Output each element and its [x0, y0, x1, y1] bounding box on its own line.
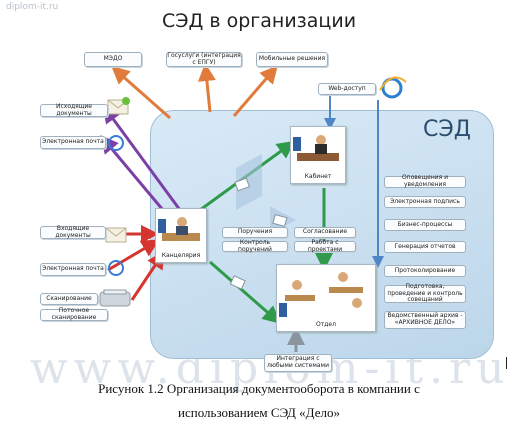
email-out-box: Электронная почта — [40, 136, 106, 149]
document-icon — [234, 177, 250, 192]
diagram-title: СЭД в организации — [161, 10, 357, 32]
cabinet-label: Кабинет — [304, 173, 332, 180]
at-email-out-icon — [108, 135, 124, 151]
orders-control-box: Контроль поручений — [222, 239, 288, 252]
arrow-scanning — [130, 250, 165, 301]
feature-notifications: Оповещения и уведомления — [384, 175, 466, 188]
sed-label: СЭД — [423, 117, 471, 142]
scanning-box: Сканирование — [40, 293, 98, 305]
arrow-outgoing-docs — [102, 104, 182, 211]
medo-box: МЭДО — [84, 52, 142, 67]
incoming-documents-box: Входящие документы — [40, 225, 106, 239]
mobile-solutions-box: Мобильные решения — [256, 52, 328, 67]
arrow-gosuslugi — [197, 63, 216, 113]
office-label: Канцелярия — [161, 252, 201, 259]
integration-box: Интеграция с любыми системами — [264, 354, 332, 372]
email-in-box: Электронная почта — [40, 263, 106, 276]
arrow-email-in — [107, 239, 160, 272]
arrow-medo — [111, 66, 171, 120]
arrow-office-department — [209, 260, 281, 324]
office-node: Канцелярия — [155, 208, 207, 263]
envelope-outgoing-icon — [107, 97, 130, 115]
team-icon — [279, 272, 363, 317]
manager-icon — [293, 135, 339, 161]
text-cursor — [506, 357, 507, 369]
feature-archive: Ведомственный архив - «АРХИВНОЕ ДЕЛО» — [384, 311, 466, 329]
outgoing-documents-box: Исходящие документы — [40, 103, 108, 117]
at-email-in-icon — [108, 260, 124, 276]
web-browser-icon — [379, 76, 407, 99]
arrow-email-out — [100, 135, 170, 217]
figure-caption-line1: Рисунок 1.2 Организация документооборота… — [98, 381, 420, 396]
projects-work-box: Работа с проектами — [294, 239, 356, 252]
document-icon — [272, 213, 288, 227]
feature-logging: Протоколирование — [384, 265, 466, 277]
scanner-icon — [99, 289, 131, 307]
office-worker-icon — [158, 217, 200, 241]
feature-report-generation: Генерация отчетов — [384, 241, 466, 253]
stream-scanning-box: Поточное сканирование — [40, 308, 108, 321]
document-icon — [229, 275, 246, 290]
envelope-incoming-icon — [105, 227, 127, 243]
department-node: Отдел — [276, 264, 376, 332]
feature-e-signature: Электронная подпись — [384, 196, 466, 208]
arrow-mobile — [232, 65, 278, 117]
department-label: Отдел — [316, 321, 336, 328]
orders-box: Поручения — [222, 227, 288, 238]
web-access-box: Web-доступ — [318, 83, 376, 95]
figure-caption-line2: использованием СЭД «Дело» — [178, 405, 340, 420]
approval-box: Согласование — [294, 227, 356, 238]
panel-background-shape — [236, 154, 296, 234]
cabinet-node: Кабинет — [290, 126, 346, 184]
feature-business-processes: Бизнес-процессы — [384, 219, 466, 231]
watermark-top: diplom-it.ru — [6, 2, 59, 12]
feature-meetings: Подготовка, проведение и контроль совеща… — [384, 283, 466, 303]
gosuslugi-box: Госуслуги (интеграция с ЕПГУ) — [166, 51, 242, 67]
